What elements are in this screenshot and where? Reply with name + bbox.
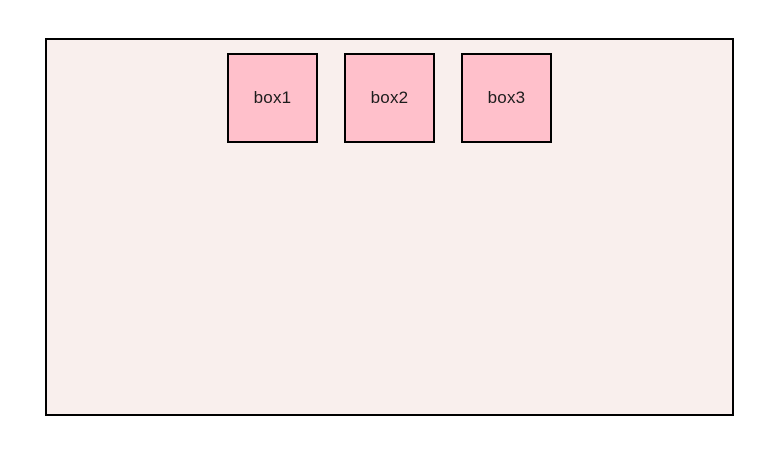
outer-container: box1 box2 box3 [45, 38, 734, 416]
box-3: box3 [461, 53, 552, 143]
box-3-label: box3 [487, 88, 526, 107]
box-2: box2 [344, 53, 435, 143]
box-1-label: box1 [253, 88, 292, 107]
box-2-label: box2 [370, 88, 409, 107]
box-1: box1 [227, 53, 318, 143]
